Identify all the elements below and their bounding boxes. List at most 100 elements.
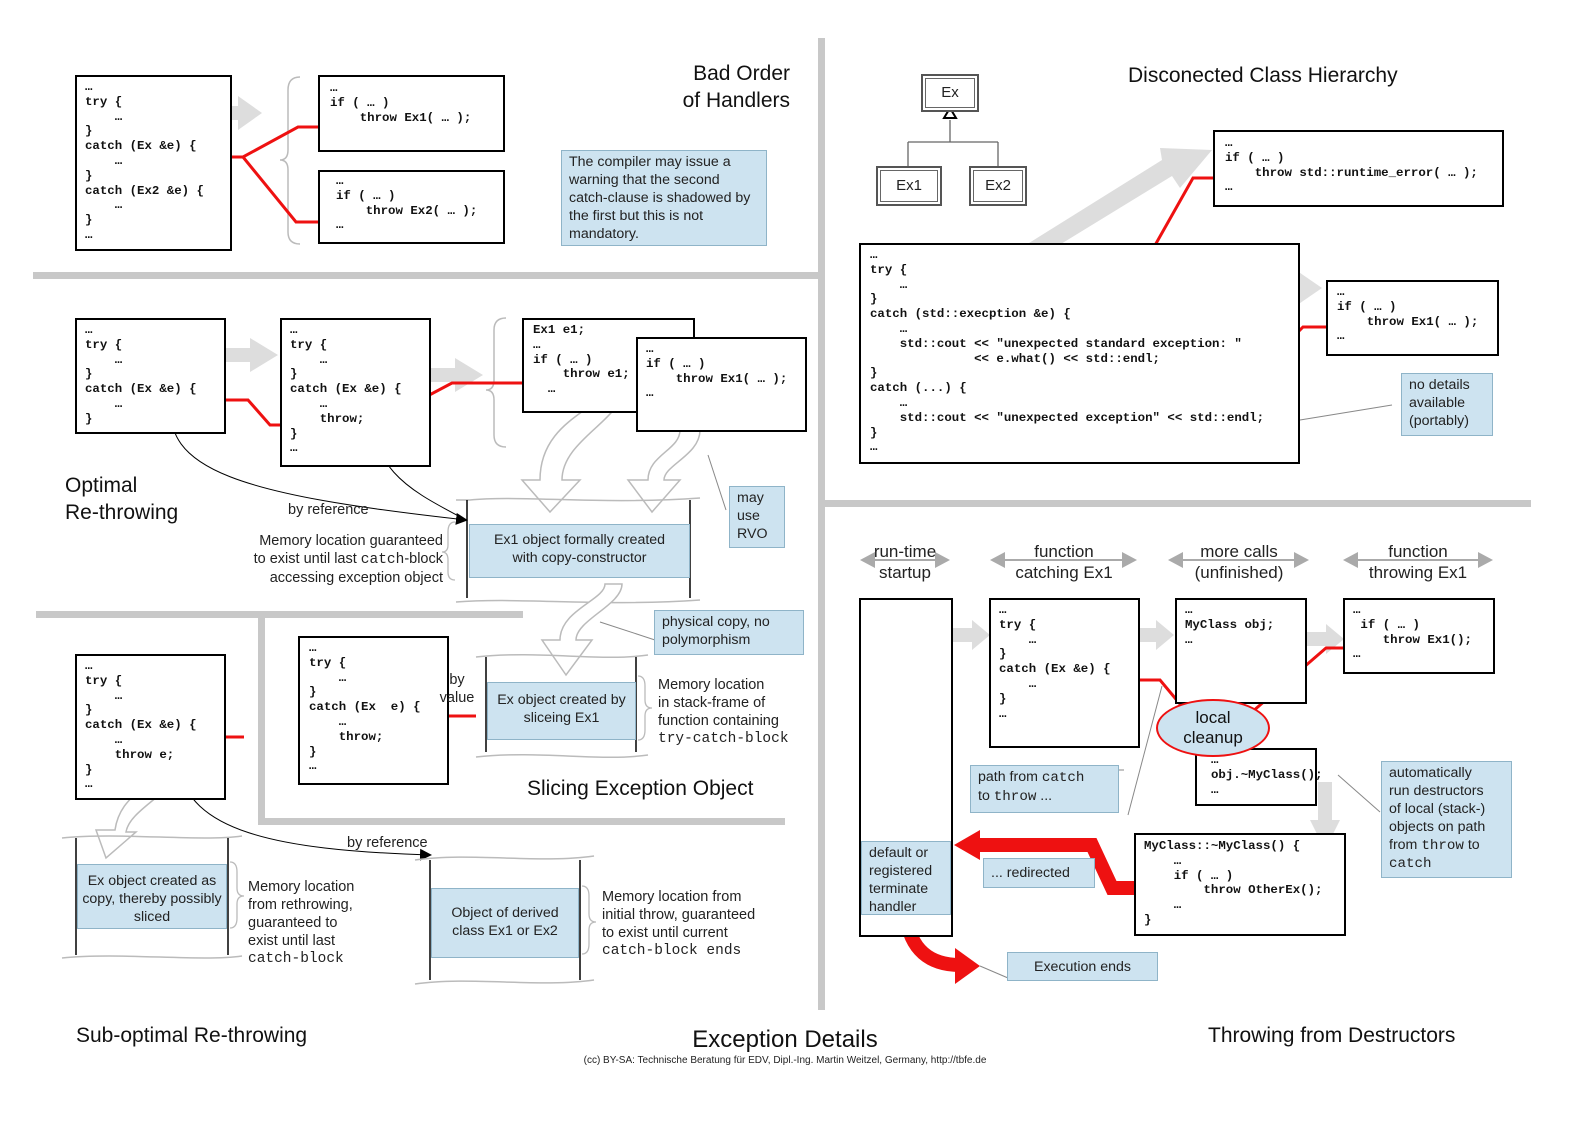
suboptimal-by-reference: by reference	[347, 835, 428, 851]
throwing-function-box	[1343, 598, 1495, 674]
rethrow-code-a: … try { … } catch (Ex &e) { … }	[85, 323, 197, 426]
path-note-line1-pre: path from	[978, 769, 1042, 785]
slicing-code-box	[298, 636, 449, 785]
col-runtime-header: run-time startup	[855, 541, 955, 583]
suboptimal-memory-text: Memory location from rethrowing, guarant…	[248, 878, 354, 968]
more-calls-code: … MyClass obj; …	[1185, 603, 1275, 647]
bad-order-title: Bad Order of Handlers	[640, 60, 790, 114]
suboptimal-memory2-line4: catch-block ends	[602, 943, 742, 959]
bad-order-try-box	[75, 75, 232, 251]
slicing-memory-line4: try-catch-block	[658, 731, 789, 747]
local-cleanup-line1: local	[1195, 708, 1231, 727]
col-throwing-line1: function	[1388, 542, 1448, 561]
suboptimal-memory-line2: from rethrowing,	[248, 897, 353, 913]
hierarchy-ex1-code: … if ( … ) throw Ex1( … ); …	[1337, 285, 1479, 344]
path-redirected	[972, 838, 1134, 895]
path-note-line1-code: catch	[1041, 770, 1085, 786]
throwing-function-code: … if ( … ) throw Ex1(); …	[1353, 603, 1472, 662]
rethrow-by-reference: by reference	[288, 502, 369, 518]
rethrow-optimal-title: Optimal Re-throwing	[65, 472, 178, 526]
local-cleanup-line2: cleanup	[1183, 728, 1243, 747]
derived-object-note: Object of derived class Ex1 or Ex2	[431, 888, 579, 958]
catching-function-box	[989, 598, 1140, 748]
auto-line4: objects on path	[1389, 819, 1486, 835]
rethrow-memory-line2-post: -block	[404, 551, 443, 567]
hierarchy-runtime-box	[1213, 130, 1504, 207]
rethrow-box-b	[280, 318, 431, 467]
slicing-by-value: by value	[439, 672, 475, 706]
auto-destructors-note: automatically run destructors of local (…	[1381, 761, 1512, 878]
rvo-note: may use RVO	[729, 486, 785, 548]
col-more-calls-line1: more calls	[1200, 542, 1278, 561]
suboptimal-memory2-line3: to exist until current	[602, 925, 728, 941]
rethrow-memory-line2: to exist until last catch-block	[222, 550, 443, 569]
rethrow-memory-line2-pre: to exist until last	[253, 551, 361, 567]
ex1-object-note: Ex1 object formally created with copy-co…	[469, 524, 690, 578]
bad-order-try-code: … try { … } catch (Ex &e) { … } catch (E…	[85, 80, 204, 242]
hierarchy-title: Disconected Class Hierarchy	[1128, 64, 1398, 87]
auto-line5-code: throw	[1421, 838, 1464, 854]
suboptimal-memory2-line2: initial throw, guaranteed	[602, 907, 756, 923]
terminate-handler-note: default or registered terminate handler	[861, 841, 951, 915]
rethrow-code-b: … try { … } catch (Ex &e) { … throw; } …	[290, 323, 402, 456]
class-ex2: Ex2	[969, 166, 1027, 206]
col-catching-line1: function	[1034, 542, 1094, 561]
credit-line: (cc) BY-SA: Technische Beratung für EDV,…	[583, 1055, 987, 1066]
auto-line6: catch	[1389, 856, 1432, 872]
slicing-memory-line3: function containing	[658, 713, 779, 729]
rethrow-memory-line3: accessing exception object	[269, 570, 443, 586]
class-ex: Ex	[921, 74, 979, 112]
auto-line5: from throw to	[1389, 836, 1504, 855]
rethrow-memory-line2-code: catch	[360, 552, 405, 568]
slicing-ex-object-note: Ex object created by sliceing Ex1	[487, 682, 636, 740]
path-note-line2: to throw ...	[978, 787, 1111, 806]
path-note: path from catch to throw ...	[970, 765, 1119, 813]
col-throwing-header: function throwing Ex1	[1354, 541, 1482, 583]
slicing-memory-text: Memory location in stack-frame of functi…	[658, 676, 789, 748]
bad-order-title-line1: Bad Order	[693, 62, 790, 85]
suboptimal-memory-line1: Memory location	[248, 879, 355, 895]
local-cleanup-bubble: local cleanup	[1156, 699, 1270, 757]
rethrow-optimal-title-line2: Re-throwing	[65, 501, 179, 524]
slicing-code: … try { … } catch (Ex e) { … throw; } …	[309, 641, 421, 774]
hierarchy-ex1-box	[1326, 280, 1499, 356]
hierarchy-runtime-code: … if ( … ) throw std::runtime_error( … )…	[1225, 136, 1478, 195]
dtor-call-code: … obj.~MyClass(); …	[1211, 753, 1323, 797]
col-catching-line2: catching Ex1	[1015, 563, 1113, 582]
bad-order-ex1-box	[318, 75, 505, 152]
physical-copy-note: physical copy, no polymorphism	[654, 610, 804, 655]
auto-line1: automatically	[1389, 765, 1472, 781]
class-ex1: Ex1	[876, 166, 942, 206]
dtor-definition-code: MyClass::~MyClass() { … if ( … ) throw O…	[1144, 839, 1323, 927]
auto-line5-post: to	[1463, 837, 1480, 853]
hierarchy-try-code: … try { … } catch (std::execption &e) { …	[870, 248, 1265, 455]
page-title: Exception Details	[692, 1026, 878, 1053]
no-details-note: no details available (portably)	[1401, 373, 1493, 436]
rethrow-box-d	[636, 337, 807, 432]
rethrow-code-d: … if ( … ) throw Ex1( … ); …	[646, 342, 788, 401]
suboptimal-ex-copy-note: Ex object created as copy, thereby possi…	[77, 864, 227, 929]
hierarchy-try-box	[859, 243, 1300, 464]
suboptimal-memory2-line1: Memory location from	[602, 889, 742, 905]
col-more-calls-header: more calls (unfinished)	[1178, 541, 1300, 583]
bad-order-ex2-box	[318, 170, 505, 244]
auto-line2: run destructors	[1389, 783, 1484, 799]
bad-order-title-line2: of Handlers	[682, 89, 790, 112]
section-dividers	[33, 38, 1531, 1010]
rethrow-memory-text: Memory location guaranteed to exist unti…	[222, 532, 443, 587]
col-throwing-line2: throwing Ex1	[1368, 563, 1468, 582]
suboptimal-title: Sub-optimal Re-throwing	[76, 1024, 308, 1047]
path-note-line2-pre: to	[978, 788, 994, 804]
bad-order-ex1-code: … if ( … ) throw Ex1( … );	[330, 81, 472, 125]
catching-function-code: … try { … } catch (Ex &e) { … } …	[999, 603, 1111, 721]
rethrow-box-a	[75, 318, 226, 434]
col-catching-header: function catching Ex1	[1000, 541, 1128, 583]
rethrow-code-c: Ex1 e1; … if ( … ) throw e1; …	[533, 323, 630, 397]
suboptimal-memory-line4: exist until last	[248, 933, 336, 949]
execution-ends-note: Execution ends	[1007, 952, 1158, 981]
slicing-memory-line2: in stack-frame of	[658, 695, 766, 711]
bad-order-note: The compiler may issue a warning that th…	[561, 150, 767, 246]
path-note-line1: path from catch	[978, 768, 1111, 787]
suboptimal-memory2-text: Memory location from initial throw, guar…	[602, 888, 755, 960]
